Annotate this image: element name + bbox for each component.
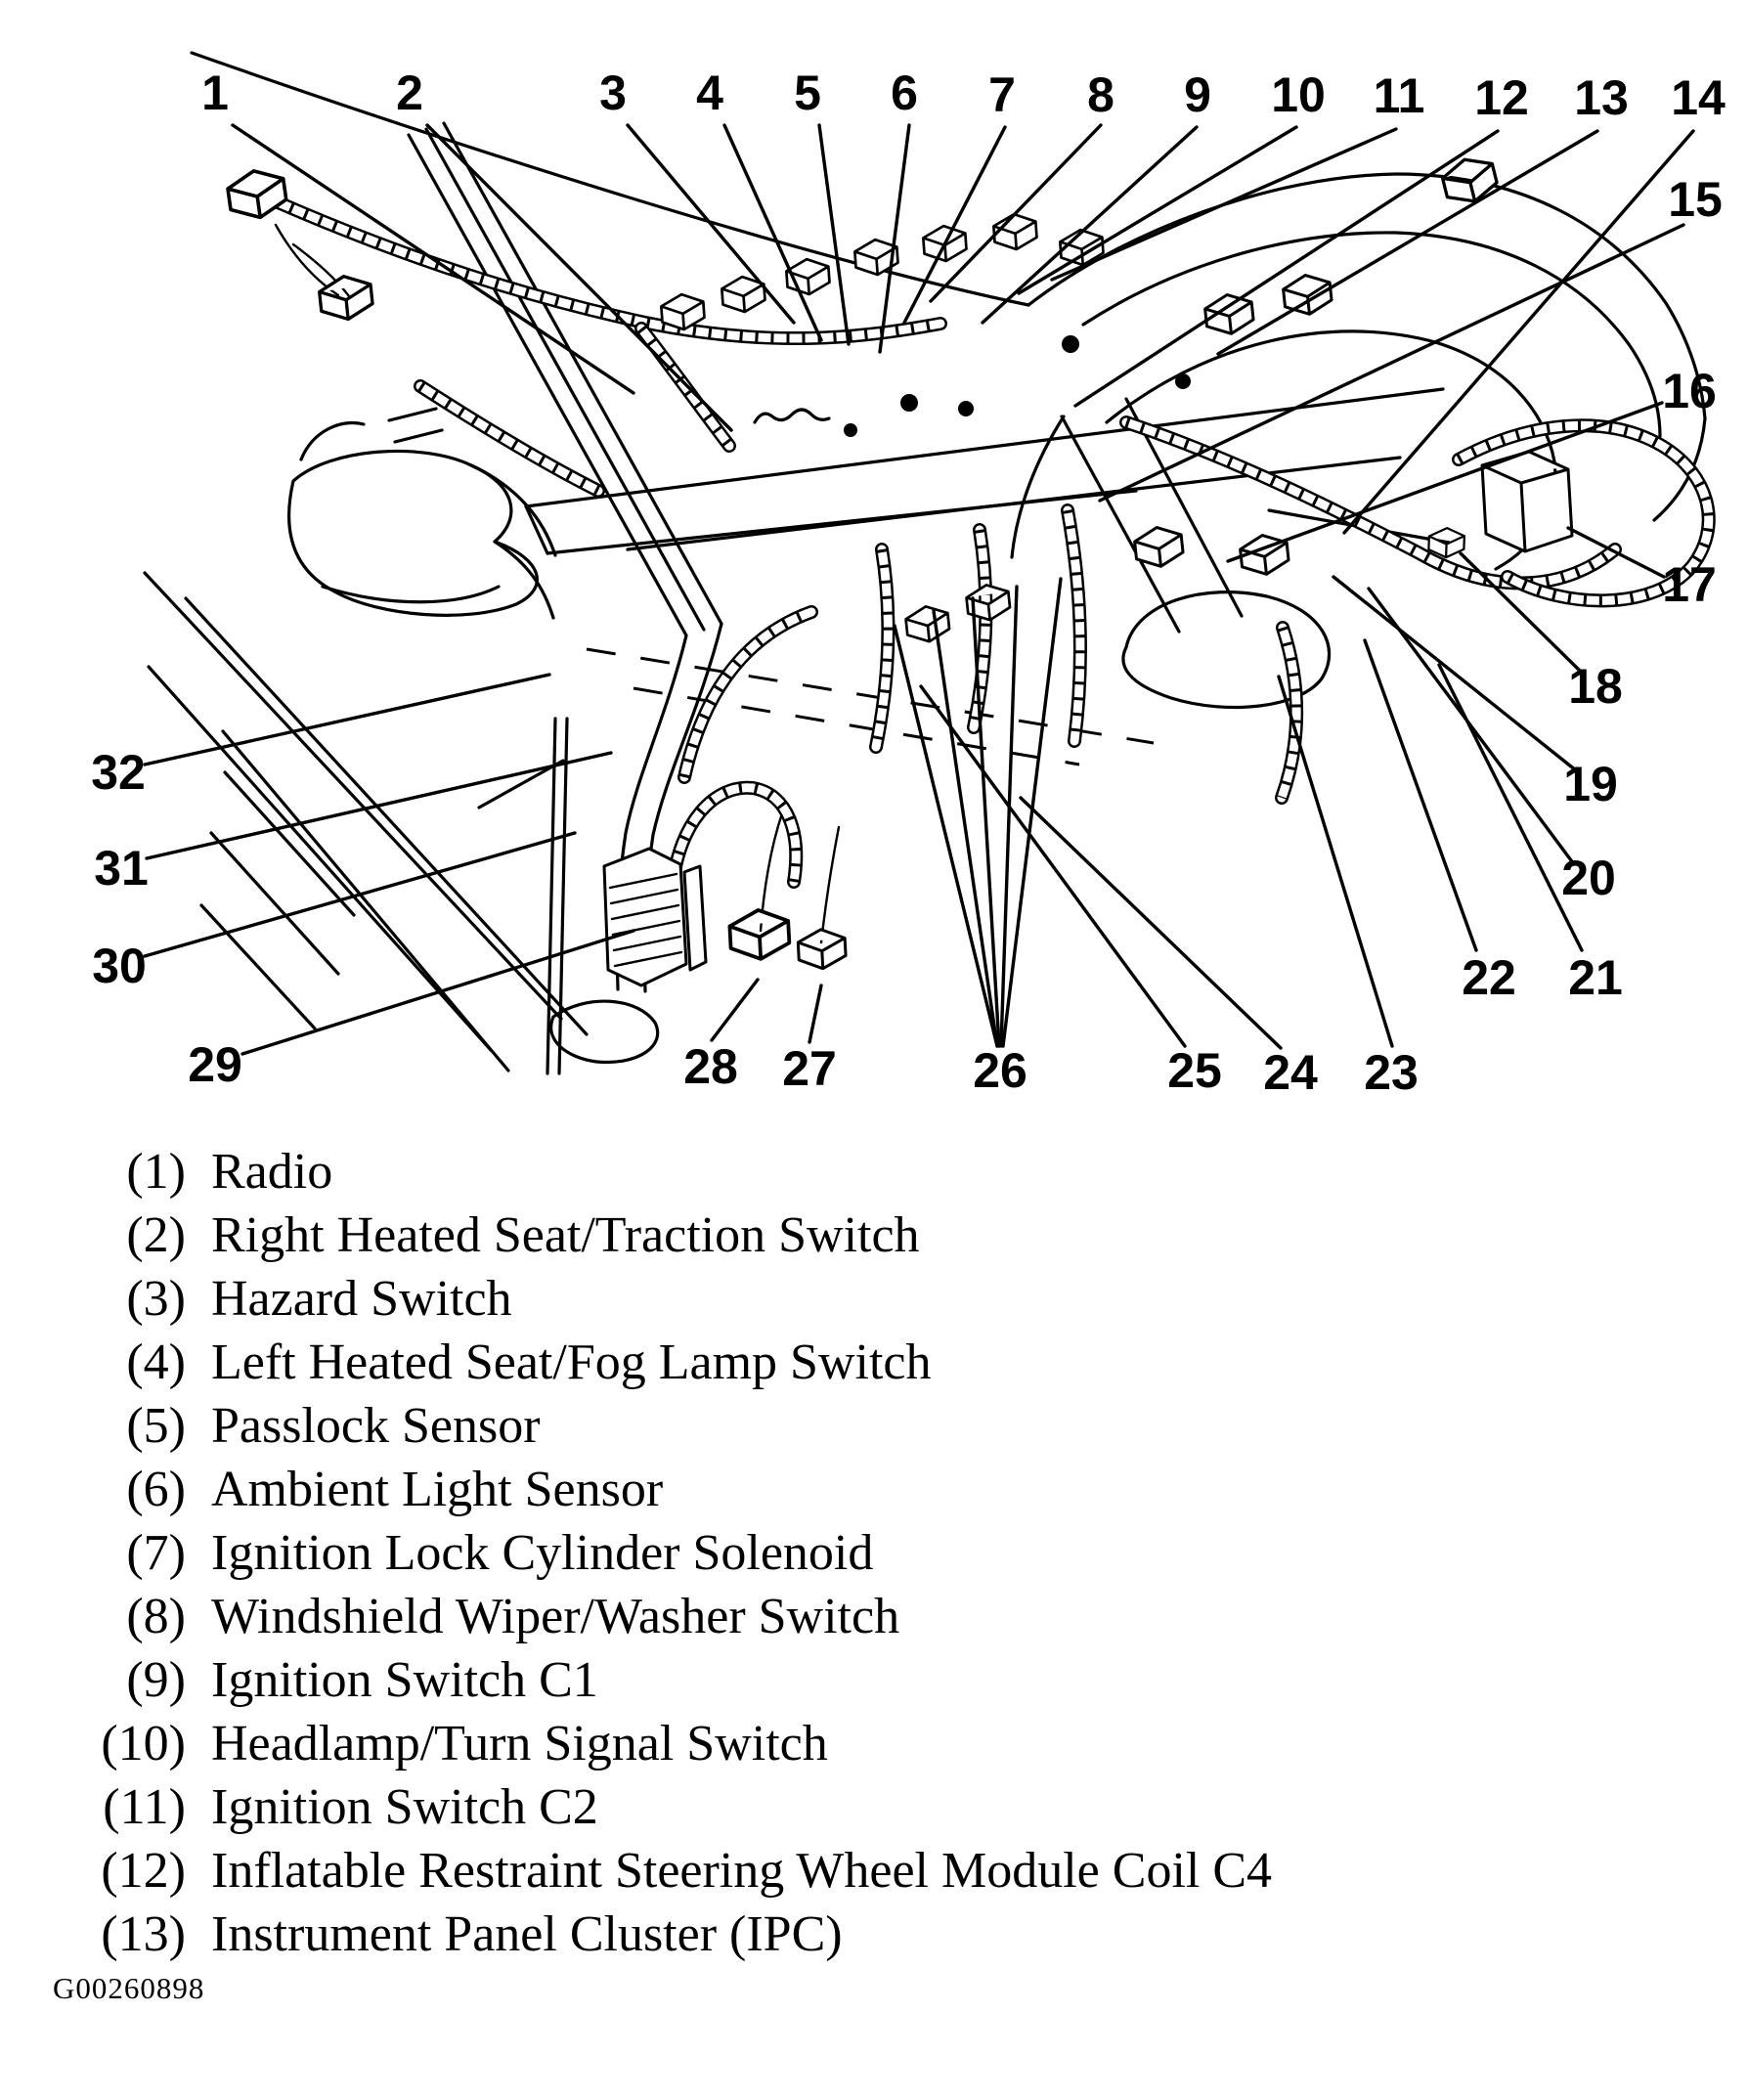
callout-6: 6: [891, 66, 918, 120]
callout-14: 14: [1671, 70, 1726, 125]
legend-item-3: (3) Hazard Switch: [41, 1267, 1272, 1331]
legend-num: (4): [126, 1334, 186, 1390]
legend-item-2: (2) Right Heated Seat/Traction Switch: [41, 1203, 1272, 1267]
callout-13: 13: [1574, 70, 1629, 125]
wiring-harness-diagram: 1 2 3 4 5 6 7 8 9 10 11 12 13 14 15 16 1…: [91, 51, 1726, 1100]
callout-3: 3: [599, 66, 627, 120]
legend-label: Headlamp/Turn Signal Switch: [211, 1716, 828, 1772]
callout-19: 19: [1563, 757, 1618, 811]
legend-item-6: (6) Ambient Light Sensor: [41, 1458, 1272, 1521]
legend-label: Ignition Switch C2: [211, 1779, 598, 1835]
legend-item-4: (4) Left Heated Seat/Fog Lamp Switch: [41, 1331, 1272, 1394]
legend-item-12: (12) Inflatable Restraint Steering Wheel …: [41, 1839, 1272, 1903]
legend-num: (13): [101, 1906, 186, 1962]
callout-4: 4: [696, 66, 723, 120]
callout-12: 12: [1474, 70, 1529, 125]
legend: (1) Radio (2) Right Heated Seat/Traction S…: [41, 1140, 1272, 1966]
legend-num: (8): [126, 1589, 186, 1644]
callout-15: 15: [1668, 172, 1723, 227]
callout-21: 21: [1568, 950, 1623, 1005]
legend-label: Ignition Switch C1: [211, 1652, 598, 1708]
legend-item-13: (13) Instrument Panel Cluster (IPC): [41, 1903, 1272, 1966]
legend-item-10: (10) Headlamp/Turn Signal Switch: [41, 1712, 1272, 1775]
legend-num: (9): [126, 1652, 186, 1708]
legend-label: Inflatable Restraint Steering Wheel Modu…: [211, 1843, 1273, 1899]
legend-label: Left Heated Seat/Fog Lamp Switch: [211, 1334, 932, 1390]
legend-label: Hazard Switch: [211, 1271, 512, 1327]
legend-num: (2): [126, 1207, 186, 1263]
callout-31: 31: [94, 841, 149, 896]
leader-lines: [143, 123, 1695, 1056]
callout-27: 27: [782, 1041, 837, 1096]
callout-7: 7: [988, 67, 1016, 122]
legend-num: (1): [126, 1144, 186, 1200]
legend-label: Ignition Lock Cylinder Solenoid: [211, 1525, 874, 1581]
legend-item-1: (1) Radio: [41, 1140, 1272, 1203]
harness-connectors: [224, 152, 1574, 987]
callout-29: 29: [188, 1037, 242, 1092]
callout-8: 8: [1087, 67, 1114, 122]
legend-label: Instrument Panel Cluster (IPC): [211, 1906, 843, 1962]
legend-item-7: (7) Ignition Lock Cylinder Solenoid: [41, 1521, 1272, 1585]
callout-20: 20: [1561, 851, 1616, 905]
callout-16: 16: [1662, 364, 1717, 418]
legend-num: (5): [126, 1398, 186, 1454]
legend-label: Right Heated Seat/Traction Switch: [211, 1207, 920, 1263]
callout-labels: 1 2 3 4 5 6 7 8 9 10 11 12 13 14 15 16 1…: [91, 66, 1726, 1100]
legend-num: (7): [126, 1525, 186, 1581]
legend-num: (12): [101, 1843, 186, 1899]
callout-18: 18: [1568, 659, 1623, 714]
callout-17: 17: [1662, 557, 1717, 612]
legend-num: (10): [101, 1716, 186, 1772]
callout-24: 24: [1263, 1045, 1318, 1100]
legend-item-5: (5) Passlock Sensor: [41, 1394, 1272, 1458]
callout-28: 28: [683, 1039, 738, 1094]
callout-32: 32: [91, 745, 146, 800]
legend-num: (11): [103, 1779, 186, 1835]
figure-id: G00260898: [53, 1971, 205, 2005]
legend-item-8: (8) Windshield Wiper/Washer Switch: [41, 1585, 1272, 1648]
callout-9: 9: [1184, 67, 1211, 122]
car-body-outline: [143, 51, 1707, 1075]
callout-22: 22: [1462, 950, 1516, 1005]
callout-23: 23: [1364, 1045, 1419, 1100]
callout-25: 25: [1167, 1043, 1222, 1098]
callout-2: 2: [396, 66, 423, 120]
legend-item-9: (9) Ignition Switch C1: [41, 1648, 1272, 1712]
legend-num: (6): [126, 1462, 186, 1517]
legend-item-11: (11) Ignition Switch C2: [41, 1775, 1272, 1839]
callout-10: 10: [1271, 67, 1326, 122]
legend-num: (3): [126, 1271, 186, 1327]
callout-30: 30: [92, 939, 147, 993]
callout-26: 26: [973, 1043, 1027, 1098]
callout-5: 5: [794, 66, 821, 120]
callout-11: 11: [1374, 68, 1425, 123]
callout-1: 1: [201, 66, 229, 120]
legend-label: Ambient Light Sensor: [211, 1462, 664, 1517]
legend-label: Radio: [211, 1144, 333, 1200]
legend-label: Windshield Wiper/Washer Switch: [211, 1589, 900, 1644]
legend-label: Passlock Sensor: [211, 1398, 541, 1454]
